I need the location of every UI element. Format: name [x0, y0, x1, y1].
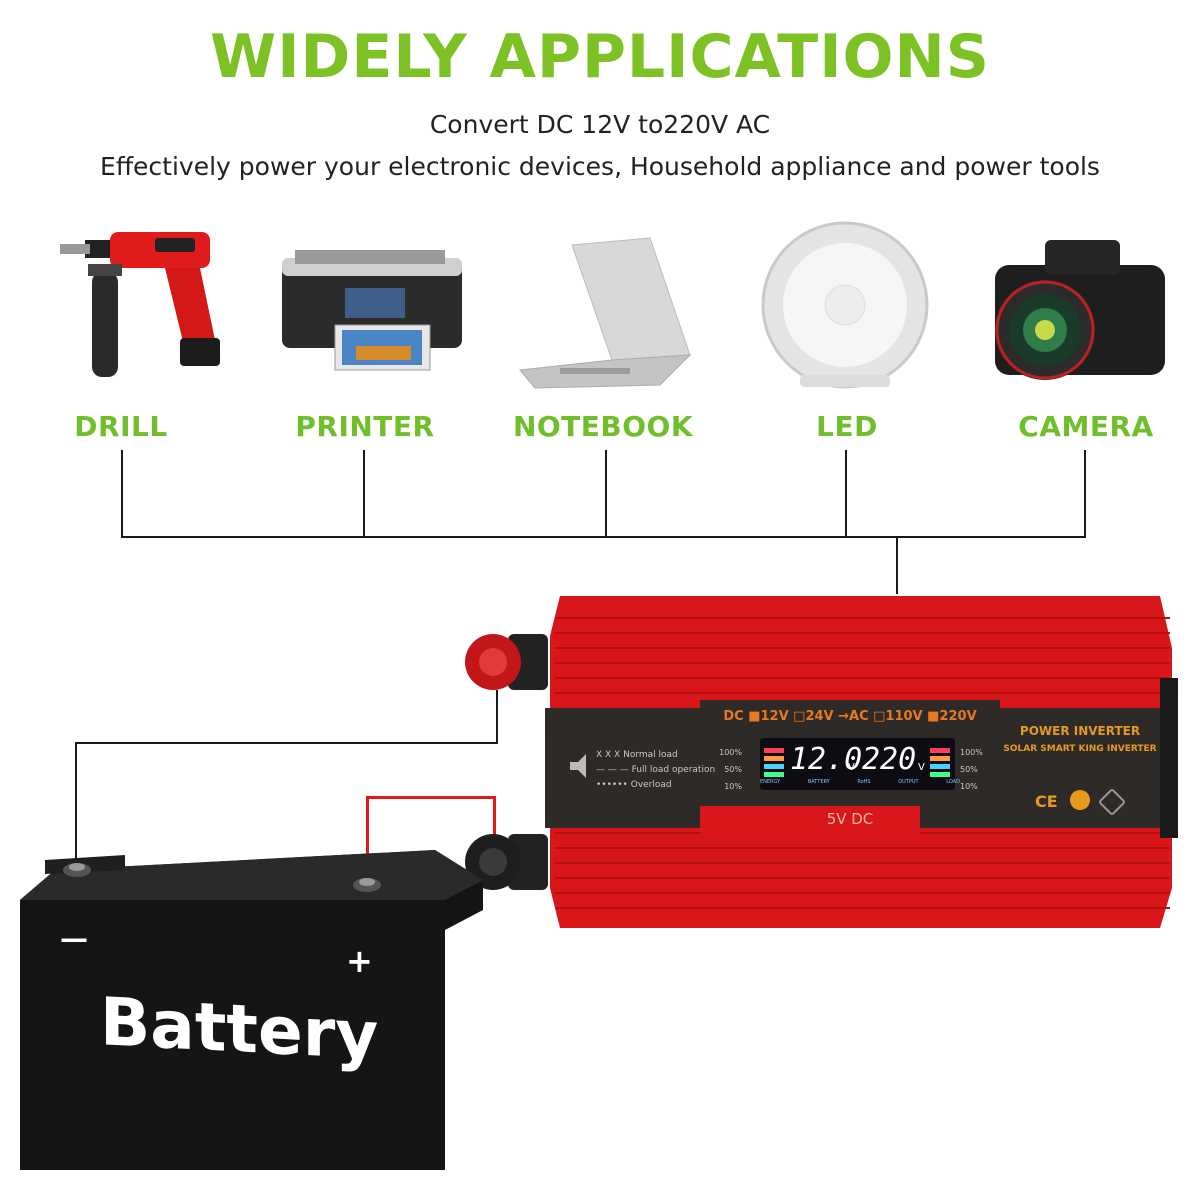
laptop-icon — [519, 237, 692, 389]
lcd-output-voltage: 220 — [862, 742, 917, 777]
scale-tick: 50% — [960, 765, 978, 774]
drill-icon — [60, 232, 220, 377]
led-lamp-icon — [761, 221, 929, 389]
load-legend: X X X Normal load — — — Full load operat… — [596, 748, 715, 793]
lcd-bar-left — [764, 748, 784, 777]
subtitle-conversion: Convert DC 12V to220V AC — [429, 110, 771, 139]
scale-right: 100% 50% 10% — [960, 744, 986, 795]
connector-printer — [363, 450, 365, 538]
certification-icon — [1070, 790, 1090, 810]
lcd-tag: BATTERY — [807, 779, 830, 785]
negative-wire-horizontal — [75, 742, 498, 744]
scale-tick: 100% — [960, 748, 983, 757]
lcd-tag: ENERGY — [760, 779, 781, 785]
camera-icon — [995, 240, 1165, 380]
lcd-tag: OUTPUT — [898, 779, 919, 785]
negative-terminal — [465, 634, 548, 690]
legend-symbol: X X X — [596, 750, 621, 760]
connector-notebook — [605, 450, 607, 538]
positive-wire-horizontal — [366, 796, 496, 799]
lcd-input-unit: V — [848, 762, 855, 773]
negative-wire-drop — [75, 742, 77, 864]
legend-symbol: •••••• — [596, 780, 628, 790]
app-label-printer: PRINTER — [295, 410, 435, 443]
app-label-camera: CAMERA — [1018, 410, 1154, 443]
connector-to-inverter — [896, 536, 898, 594]
brand-title: POWER INVERTER — [1019, 724, 1141, 738]
ce-mark: CE — [1035, 792, 1058, 811]
positive-wire-drop — [366, 796, 369, 880]
side-port — [1160, 678, 1178, 838]
positive-terminal — [465, 834, 548, 890]
legend-text: Overload — [630, 780, 672, 790]
application-icons — [60, 221, 1165, 389]
power-inverter — [465, 596, 1178, 928]
lcd-tag: LOAD — [946, 779, 960, 785]
app-label-drill: DRILL — [74, 410, 168, 443]
battery-negative-post — [63, 863, 91, 877]
connector-drill — [121, 450, 123, 538]
battery-label: Battery — [100, 983, 379, 1075]
scale-tick: 100% — [719, 748, 742, 757]
lcd-tags: ENERGY BATTERY RoHS OUTPUT LOAD — [760, 779, 960, 785]
scale-tick: 10% — [724, 782, 742, 791]
lcd-input-voltage: 12.0 — [790, 742, 863, 777]
negative-wire-vertical — [496, 690, 498, 744]
legend-text: Full load operation — [631, 765, 716, 775]
mode-indicator-bar: DC ■12V □24V →AC □110V ■220V — [723, 709, 977, 724]
lcd-tag: RoHS — [857, 779, 871, 785]
battery-minus-sign: — — [60, 922, 88, 955]
connector-camera — [1084, 450, 1086, 538]
positive-wire-rise — [493, 796, 496, 848]
page-title: WIDELY APPLICATIONS — [210, 22, 990, 92]
legend-symbol: — — — — [596, 765, 629, 775]
lcd-output-unit: V — [918, 762, 925, 773]
subtitle-description: Effectively power your electronic device… — [100, 152, 1100, 181]
battery — [20, 850, 483, 1170]
connector-bus — [121, 536, 1086, 538]
scale-tick: 50% — [724, 765, 742, 774]
battery-plus-sign: + — [346, 942, 373, 980]
lcd-bar-right — [930, 748, 950, 777]
usb-port-label: 5V DC — [826, 810, 874, 828]
app-label-led: LED — [816, 410, 878, 443]
battery-positive-post — [353, 878, 381, 892]
brand-subtitle: SOLAR SMART KING INVERTER — [1003, 744, 1157, 754]
connector-led — [845, 450, 847, 538]
scale-left: 100% 50% 10% — [716, 744, 742, 795]
scale-tick: 10% — [960, 782, 978, 791]
app-label-notebook: NOTEBOOK — [512, 410, 694, 443]
buzzer-icon — [570, 754, 586, 778]
legend-text: Normal load — [623, 750, 678, 760]
printer-icon — [282, 250, 462, 371]
lcd-display — [760, 738, 955, 790]
